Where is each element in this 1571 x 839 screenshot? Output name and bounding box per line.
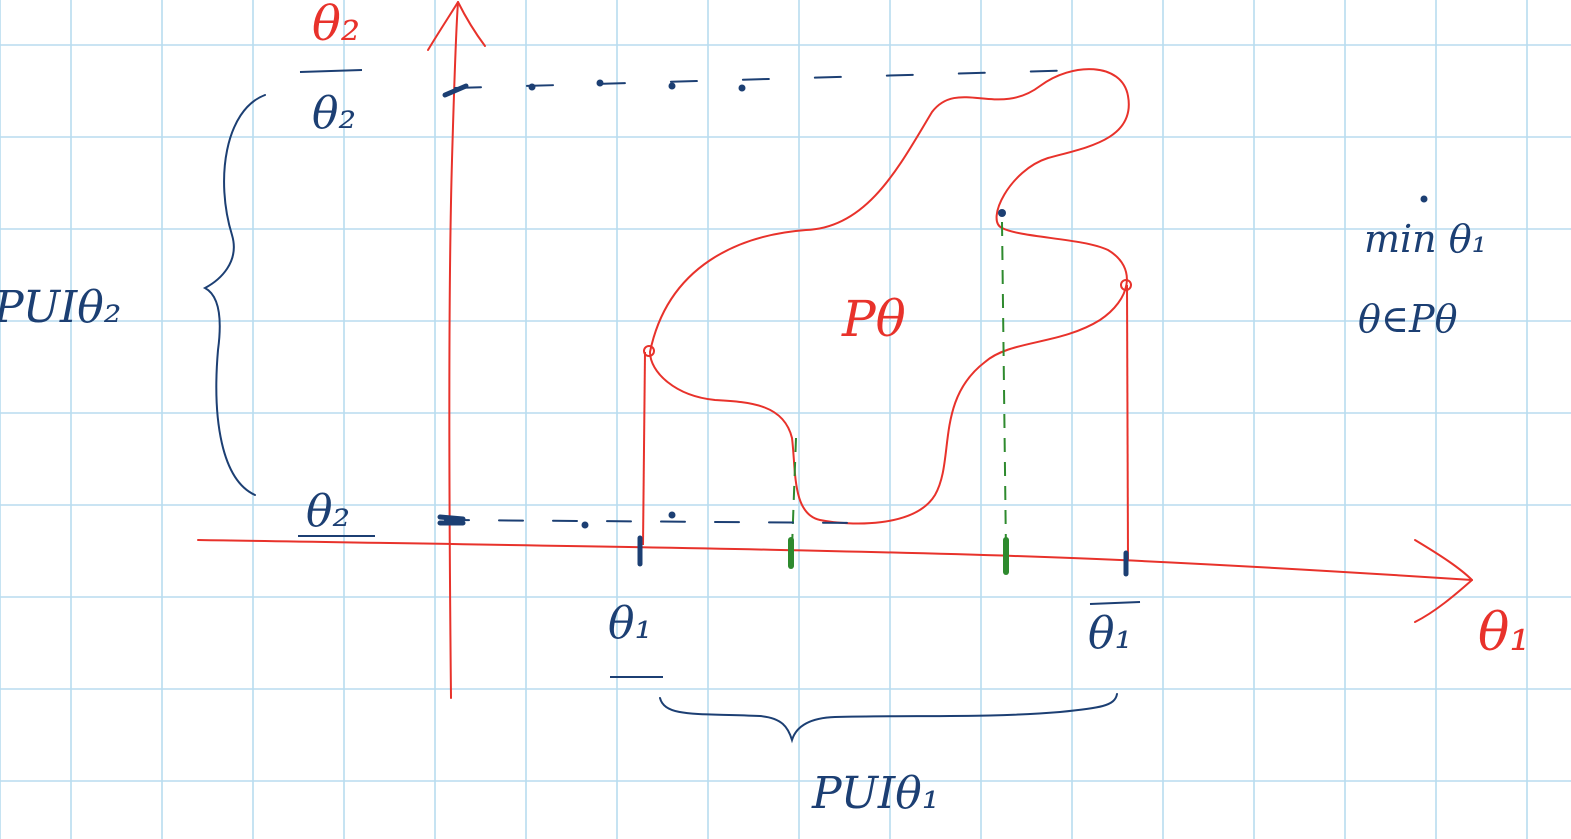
theta2-interval-brace bbox=[202, 94, 266, 496]
optimization-objective: min θ₁ bbox=[1364, 217, 1487, 261]
theta1-interval-brace bbox=[659, 693, 1118, 744]
theta1-upper-bar bbox=[1089, 601, 1141, 605]
interior-projections bbox=[791, 221, 1007, 554]
theta2-interval-label: PUIθ₂ bbox=[0, 282, 121, 333]
tick-marks bbox=[437, 83, 1129, 577]
interval-braces bbox=[202, 94, 1118, 744]
theta1-upper-label: θ₁ bbox=[1088, 608, 1132, 659]
theta2-axis-line bbox=[448, 1, 459, 699]
theta2-lower-projection bbox=[444, 519, 861, 524]
interior-projection-marks bbox=[788, 537, 1009, 575]
theta2-upper-bar bbox=[299, 69, 363, 73]
theta1-lower-projection bbox=[642, 351, 646, 546]
theta1-lower-label: θ₁ bbox=[608, 598, 652, 649]
interior-top-point bbox=[998, 209, 1006, 217]
theta1-axis bbox=[197, 539, 1473, 623]
region-outline bbox=[649, 68, 1130, 525]
theta2-projections bbox=[444, 69, 1083, 524]
dot bbox=[668, 511, 676, 519]
tick-labels: θ₂ θ₂ θ₁ θ₁ bbox=[298, 69, 1141, 678]
theta1-axis-label: θ₁ bbox=[1478, 603, 1530, 663]
dot bbox=[596, 79, 604, 87]
theta2-lower-tick bbox=[437, 514, 466, 526]
theta2-lower-label: θ₂ bbox=[306, 486, 350, 537]
theta2-axis-label: θ₂ bbox=[312, 0, 360, 52]
region-label: Pθ bbox=[841, 290, 906, 348]
dot bbox=[668, 82, 676, 90]
interior-projection-left bbox=[791, 437, 797, 549]
theta1-axis-arrowhead bbox=[1414, 539, 1473, 623]
interior-projection-right bbox=[1001, 221, 1007, 554]
theta2-axis-arrowhead bbox=[427, 1, 486, 51]
dot bbox=[528, 83, 536, 91]
theta1-projections bbox=[642, 279, 1132, 561]
dot bbox=[1420, 195, 1428, 203]
dot bbox=[738, 84, 746, 92]
theta2-upper-tick bbox=[442, 83, 469, 98]
theta1-upper-touch-point bbox=[1120, 279, 1132, 291]
theta2-upper-label: θ₂ bbox=[312, 88, 356, 139]
theta1-interval-label: PUIθ₁ bbox=[811, 768, 939, 819]
theta1-upper-projection bbox=[1126, 284, 1129, 561]
theta2-axis bbox=[427, 1, 486, 699]
dot bbox=[581, 521, 589, 529]
theta1-axis-line bbox=[197, 539, 1473, 581]
theta1-lower-touch-point bbox=[643, 345, 655, 357]
projection-dots bbox=[528, 79, 1428, 529]
theta2-upper-projection bbox=[454, 69, 1083, 89]
optimization-constraint: θ∈Pθ bbox=[1358, 297, 1458, 341]
